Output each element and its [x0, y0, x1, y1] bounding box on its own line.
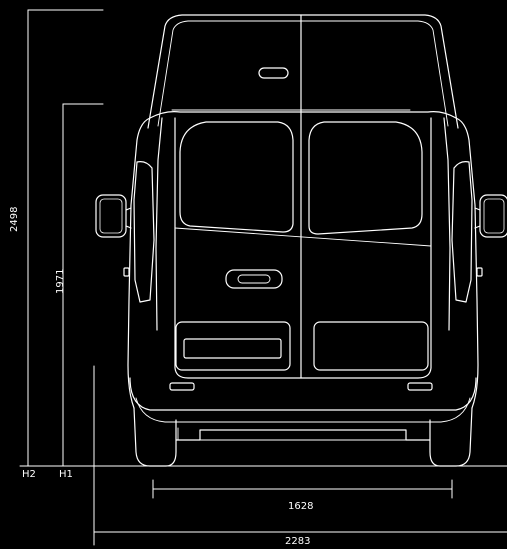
licence-plate: [183, 338, 282, 359]
right-rear-tyre: [429, 407, 473, 467]
underbody: [175, 429, 431, 441]
track-label: 1628: [288, 501, 314, 512]
overall-width-label: 2283: [285, 536, 311, 547]
door-handle: [237, 274, 271, 284]
rear-doors-frame: [174, 117, 432, 379]
right-rear-window: [308, 121, 423, 235]
left-mirror-arm: [125, 207, 132, 229]
right-mirror-glass: [483, 198, 505, 234]
rear-bumper: [129, 377, 477, 411]
rear-bumper-lower: [135, 397, 471, 423]
licence-plate-recess: [175, 321, 291, 371]
left-side-marker: [123, 267, 130, 277]
left-reflector: [169, 382, 195, 391]
body-height-label: 1971: [55, 268, 66, 294]
third-brake-light: [258, 67, 289, 79]
left-rear-window: [179, 121, 294, 233]
door-handle-recess: [225, 269, 283, 289]
high-roof: [147, 14, 459, 129]
variant-label-h1: H1: [59, 469, 73, 480]
door-beltline: [174, 227, 432, 247]
body-left-side: [127, 117, 151, 409]
dimension-lines: [19, 9, 507, 546]
overall-height-label: 2498: [9, 206, 20, 232]
van-rear-outline: [95, 14, 507, 467]
left-rear-tyre: [133, 407, 177, 467]
right-mirror: [479, 194, 507, 238]
right-side-marker: [476, 267, 483, 277]
left-mirror-glass: [99, 198, 123, 234]
left-pillar: [155, 117, 163, 331]
left-tail-lamp: [133, 161, 155, 303]
right-plate-panel: [313, 321, 429, 371]
upper-body-shoulder: [149, 111, 457, 119]
variant-label-h2: H2: [22, 469, 36, 480]
left-mirror: [95, 194, 127, 238]
right-pillar: [443, 117, 451, 331]
body-right-side: [455, 117, 479, 409]
high-roof-inner: [157, 20, 449, 127]
right-reflector: [407, 382, 433, 391]
right-tail-lamp: [451, 161, 473, 303]
right-mirror-arm: [474, 207, 481, 229]
